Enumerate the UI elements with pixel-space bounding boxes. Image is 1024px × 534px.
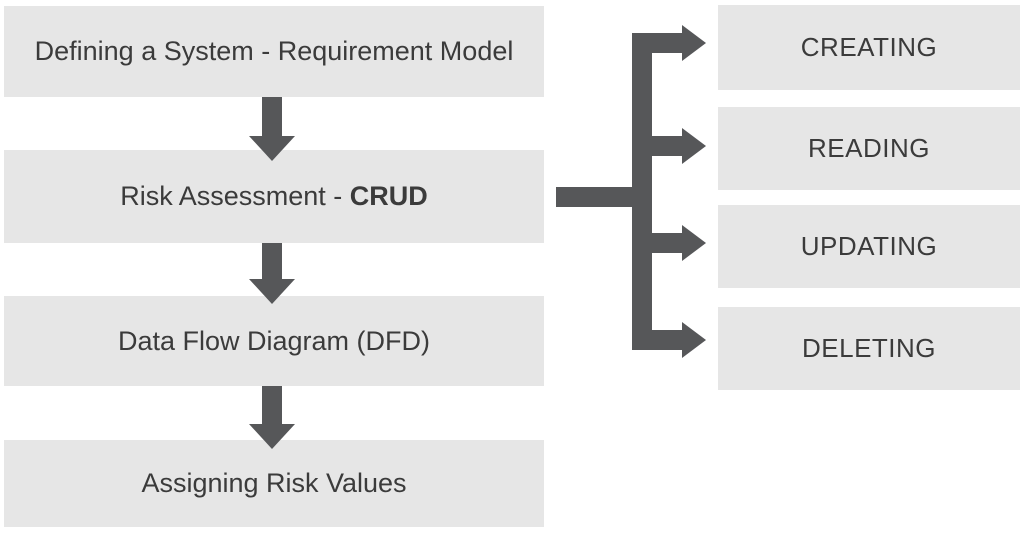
- trunk-line: [632, 33, 652, 350]
- crud-box-updating: UPDATING: [718, 205, 1020, 288]
- crud-label: DELETING: [801, 333, 937, 363]
- flow-step-label-crud-bold: CRUD: [349, 181, 428, 211]
- flow-step-label-prefix: Risk Assessment -: [120, 181, 350, 211]
- right-arrow-icon-reading: [652, 128, 706, 164]
- crud-branch-connector: [556, 25, 706, 358]
- down-arrow-icon: [249, 243, 295, 304]
- crud-box-reading: READING: [718, 107, 1020, 190]
- crud-label: CREATING: [800, 32, 938, 62]
- flow-step-data-flow-diagram: Data Flow Diagram (DFD): [4, 296, 544, 386]
- flow-step-label: Defining a System - Requirement Model: [34, 36, 514, 66]
- flow-step-label: Data Flow Diagram (DFD): [117, 325, 431, 356]
- flow-step-risk-assessment-crud: Risk Assessment - CRUD: [4, 150, 544, 243]
- right-arrow-icon-creating: [632, 25, 706, 61]
- flow-step-label: Assigning Risk Values: [141, 468, 407, 498]
- crud-label: READING: [808, 133, 930, 163]
- crud-box-creating: CREATING: [718, 5, 1020, 90]
- crud-box-deleting: DELETING: [718, 307, 1020, 390]
- feed-line: [556, 187, 652, 207]
- right-arrow-icon-updating: [652, 225, 706, 261]
- right-arrow-icon-deleting: [632, 322, 706, 358]
- flow-step-label: Risk Assessment - CRUD: [120, 181, 428, 212]
- crud-label: UPDATING: [800, 231, 938, 261]
- flow-step-requirement-model: Defining a System - Requirement Model: [4, 6, 544, 97]
- flow-step-assigning-risk-values: Assigning Risk Values: [4, 440, 544, 527]
